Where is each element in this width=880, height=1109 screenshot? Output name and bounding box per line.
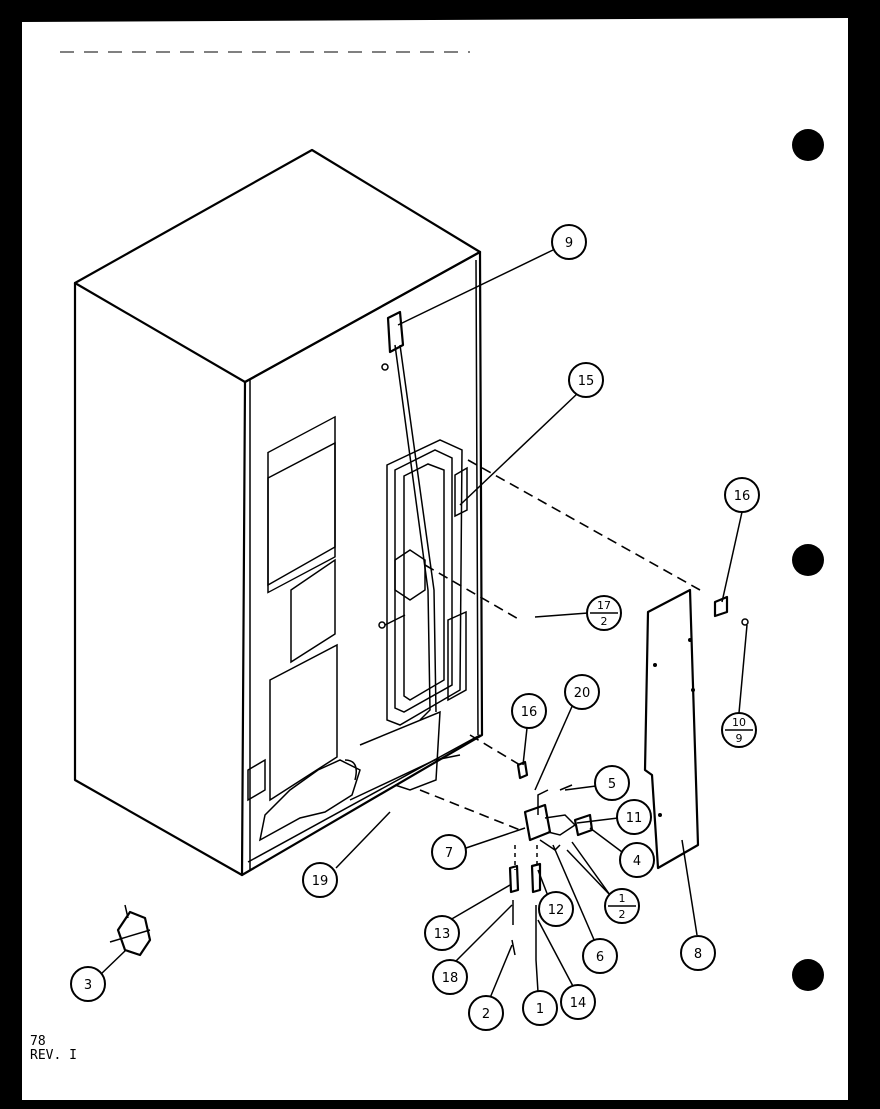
callout-18: 18 bbox=[432, 959, 468, 995]
binder-hole-top bbox=[792, 129, 824, 161]
callout-12: 12 bbox=[538, 891, 574, 927]
svg-text:2: 2 bbox=[601, 615, 608, 628]
callout-5: 5 bbox=[594, 765, 630, 801]
callout-4: 4 bbox=[619, 842, 655, 878]
svg-text:17: 17 bbox=[597, 599, 611, 612]
assembly-line-top bbox=[467, 459, 701, 591]
svg-text:14: 14 bbox=[570, 996, 587, 1011]
svg-text:8: 8 bbox=[694, 947, 702, 962]
callout-2: 2 bbox=[468, 995, 504, 1031]
svg-text:10: 10 bbox=[732, 716, 746, 729]
svg-text:1: 1 bbox=[536, 1002, 544, 1017]
svg-text:18: 18 bbox=[442, 971, 459, 986]
leader-lines bbox=[99, 249, 748, 999]
callout-14: 14 bbox=[560, 984, 596, 1020]
svg-text:9: 9 bbox=[736, 732, 743, 745]
svg-text:6: 6 bbox=[596, 950, 604, 965]
svg-text:15: 15 bbox=[578, 374, 595, 389]
condenser-tubing bbox=[359, 310, 468, 791]
callout-15: 15 bbox=[568, 362, 604, 398]
page-code: 78 bbox=[30, 1034, 46, 1049]
callout-6: 6 bbox=[582, 938, 618, 974]
svg-text:4: 4 bbox=[633, 854, 641, 869]
assembly-line-low bbox=[469, 734, 521, 766]
callout-1: 1 bbox=[522, 990, 558, 1026]
svg-text:3: 3 bbox=[84, 978, 92, 993]
assembly-line-mid bbox=[424, 564, 521, 621]
svg-text:20: 20 bbox=[574, 686, 591, 701]
refrigerator-cabinet bbox=[73, 148, 484, 877]
assembly-line-bottom bbox=[419, 789, 521, 831]
callout-3: 3 bbox=[70, 966, 106, 1002]
svg-text:11: 11 bbox=[626, 811, 643, 826]
svg-text:16: 16 bbox=[521, 705, 538, 720]
callout-16-mid: 16 bbox=[511, 693, 547, 729]
revision-label: REV. I bbox=[30, 1048, 77, 1063]
svg-text:2: 2 bbox=[482, 1007, 490, 1022]
callout-9: 9 bbox=[551, 224, 587, 260]
callout-20: 20 bbox=[564, 674, 600, 710]
callout-16-top: 16 bbox=[724, 477, 760, 513]
callout-10-9: 10 9 bbox=[721, 712, 757, 748]
callout-8: 8 bbox=[680, 935, 716, 971]
callout-13: 13 bbox=[424, 915, 460, 951]
callout-7: 7 bbox=[431, 834, 467, 870]
callout-19: 19 bbox=[302, 862, 338, 898]
svg-text:16: 16 bbox=[734, 489, 751, 504]
svg-text:13: 13 bbox=[434, 927, 451, 942]
svg-text:2: 2 bbox=[619, 908, 626, 921]
screw bbox=[741, 618, 749, 626]
svg-text:9: 9 bbox=[565, 236, 573, 251]
svg-text:12: 12 bbox=[548, 903, 565, 918]
svg-text:5: 5 bbox=[608, 777, 616, 792]
svg-text:19: 19 bbox=[312, 874, 329, 889]
svg-text:7: 7 bbox=[445, 846, 453, 861]
svg-text:1: 1 bbox=[619, 892, 626, 905]
callout-17-2: 17 2 bbox=[586, 595, 622, 631]
callout-1-2: 1 2 bbox=[604, 888, 640, 924]
binder-hole-middle bbox=[792, 544, 824, 576]
callout-11: 11 bbox=[616, 799, 652, 835]
access-cover-panel bbox=[643, 588, 700, 870]
binder-hole-bottom bbox=[792, 959, 824, 991]
